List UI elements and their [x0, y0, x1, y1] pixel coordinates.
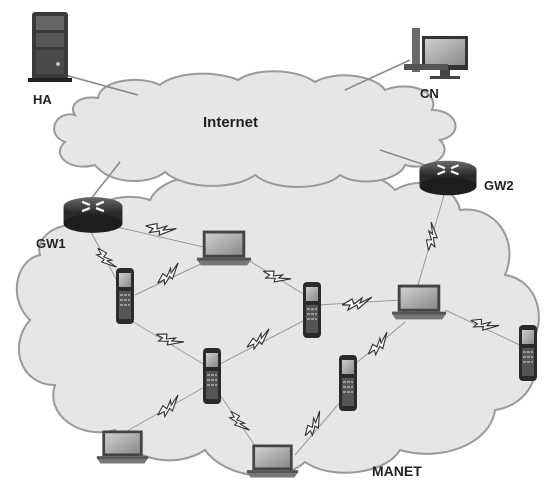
- mobile-phone-icon: [203, 348, 221, 404]
- internet-cloud: [53, 70, 457, 188]
- desktop-computer-icon: [404, 28, 468, 79]
- mobile-phone-icon: [116, 268, 134, 324]
- laptop-icon: [196, 230, 252, 266]
- router-icon: [62, 195, 124, 235]
- label-ha: HA: [33, 92, 52, 107]
- laptop-icon: [96, 430, 149, 464]
- laptop-icon: [391, 284, 447, 320]
- mobile-phone-icon: [339, 355, 357, 411]
- label-gw1: GW1: [36, 236, 66, 251]
- link-ha-internet: [64, 74, 139, 96]
- label-cn: CN: [420, 86, 439, 101]
- mobile-phone-icon: [519, 325, 537, 381]
- mobile-phone-icon: [303, 282, 321, 338]
- label-internet: Internet: [203, 114, 258, 131]
- router-icon: [418, 159, 478, 197]
- server-icon: [28, 12, 72, 82]
- link-internet-gw1: [89, 161, 121, 201]
- link-cn-internet: [344, 59, 411, 91]
- laptop-icon: [246, 444, 299, 478]
- label-manet: MANET: [372, 463, 422, 479]
- label-gw2: GW2: [484, 178, 514, 193]
